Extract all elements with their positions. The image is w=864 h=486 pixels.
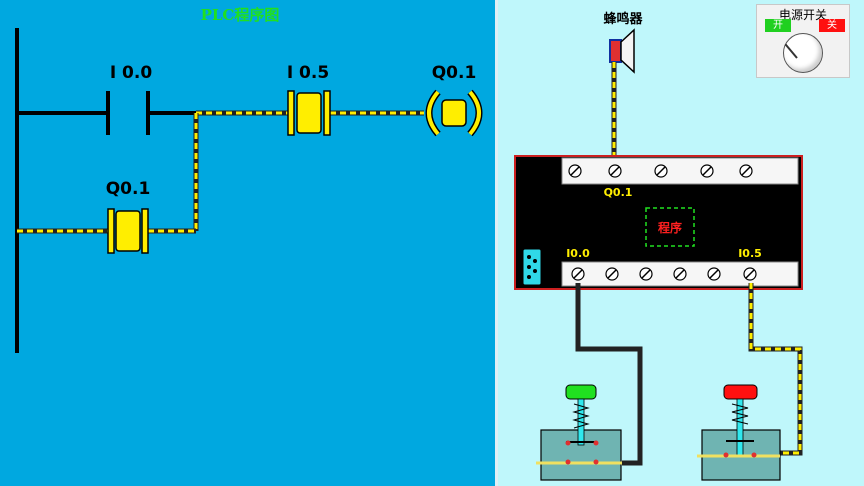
ladder-diagram-panel	[0, 0, 496, 486]
power-switch-panel: 电源开关 开 关	[756, 4, 850, 78]
input-screws	[571, 267, 757, 281]
ladder-title: PLC程序图	[201, 6, 280, 24]
contact-i05-label: I 0.5	[287, 63, 329, 83]
program-box	[645, 207, 695, 247]
buzzer-icon	[609, 28, 635, 74]
stop-pushbutton[interactable]	[697, 384, 781, 481]
coil-q01-label: Q0.1	[432, 63, 477, 83]
wire-i05	[748, 283, 803, 456]
buzzer-label: 蜂鸣器	[603, 11, 643, 27]
contact-i05	[287, 90, 331, 136]
power-off-button[interactable]: 关	[819, 19, 845, 32]
plc-output-label: Q0.1	[604, 186, 633, 199]
contact-q01-latch-label: Q0.1	[106, 179, 151, 199]
power-knob[interactable]	[783, 33, 823, 73]
energized-path	[17, 110, 424, 234]
plc-input-label-i05: I0.5	[738, 247, 762, 260]
plc-input-label-i00: I0.0	[566, 247, 590, 260]
knob-indicator-icon	[784, 43, 798, 59]
wire-i00	[575, 283, 643, 466]
contact-i00-label: I 0.0	[110, 63, 153, 83]
plc-output-terminal-strip	[561, 157, 799, 185]
coil-q01	[425, 89, 483, 137]
program-label: 程序	[658, 220, 682, 235]
power-switch-title: 电源开关	[778, 8, 827, 22]
plc-port-icon	[522, 248, 542, 286]
contact-q01-latch	[107, 208, 149, 254]
power-on-button[interactable]: 开	[765, 19, 791, 32]
start-pushbutton[interactable]	[536, 384, 622, 481]
output-screws	[568, 164, 753, 178]
panel-divider	[495, 0, 498, 486]
